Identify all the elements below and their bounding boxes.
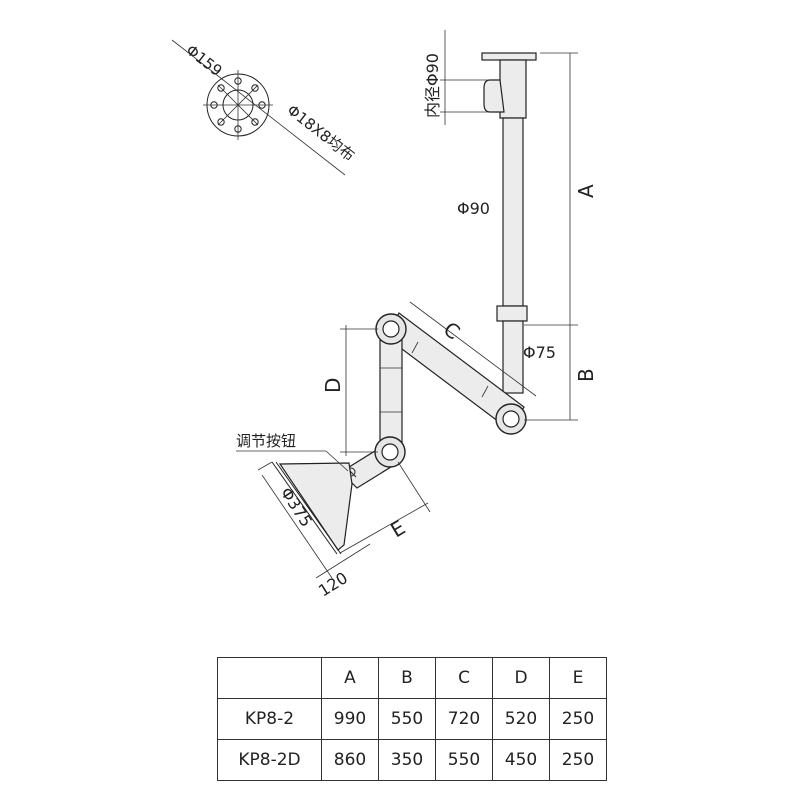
table-cell: 250: [549, 698, 607, 740]
table-cell: 550: [378, 698, 436, 740]
technical-drawing: Φ159 Φ18X8均布: [171, 30, 598, 600]
table-header-cell: B: [378, 657, 436, 699]
joint-diameter-label: Φ75: [523, 343, 556, 362]
table-header-cell: C: [435, 657, 493, 699]
model-cell: KP8-2D: [217, 739, 322, 781]
dimension-b-label: B: [574, 368, 598, 382]
table-row: KP8-2D 860 350 550 450 250: [217, 739, 607, 781]
hood: [271, 461, 353, 555]
hood-depth-label: 120: [315, 568, 351, 600]
vertical-pipe-assembly: [481, 52, 537, 394]
table-header-cell: A: [321, 657, 379, 699]
specification-table: A B C D E KP8-2 990 550 720 520 250 KP8-…: [217, 657, 607, 781]
table-header-cell: E: [549, 657, 607, 699]
table-header-cell: D: [492, 657, 550, 699]
table-cell: 550: [435, 739, 493, 781]
table-cell: 720: [435, 698, 493, 740]
flange-top-view: Φ159 Φ18X8均布: [171, 39, 359, 176]
dimension-e-label: E: [386, 515, 409, 542]
flange-diameter-label: Φ159: [183, 41, 226, 80]
table-cell: 250: [549, 739, 607, 781]
pipe-diameter-label: Φ90: [457, 199, 490, 218]
table-cell: 520: [492, 698, 550, 740]
table-header-cell: [217, 657, 322, 699]
table-header-row: A B C D E: [217, 657, 607, 699]
table-row: KP8-2 990 550 720 520 250: [217, 698, 607, 740]
arm-assembly: [340, 312, 527, 489]
knob-label: 调节按钮: [236, 432, 296, 450]
inner-diameter-label: 内径Φ90: [423, 53, 442, 118]
dimension-lines: [236, 30, 578, 579]
table-cell: 860: [321, 739, 379, 781]
table-cell: 350: [378, 739, 436, 781]
table-cell: 450: [492, 739, 550, 781]
table-cell: 990: [321, 698, 379, 740]
bolt-hole-label: Φ18X8均布: [284, 101, 359, 165]
model-cell: KP8-2: [217, 698, 322, 740]
dimension-d-label: D: [321, 378, 345, 393]
dimension-a-label: A: [574, 184, 598, 198]
